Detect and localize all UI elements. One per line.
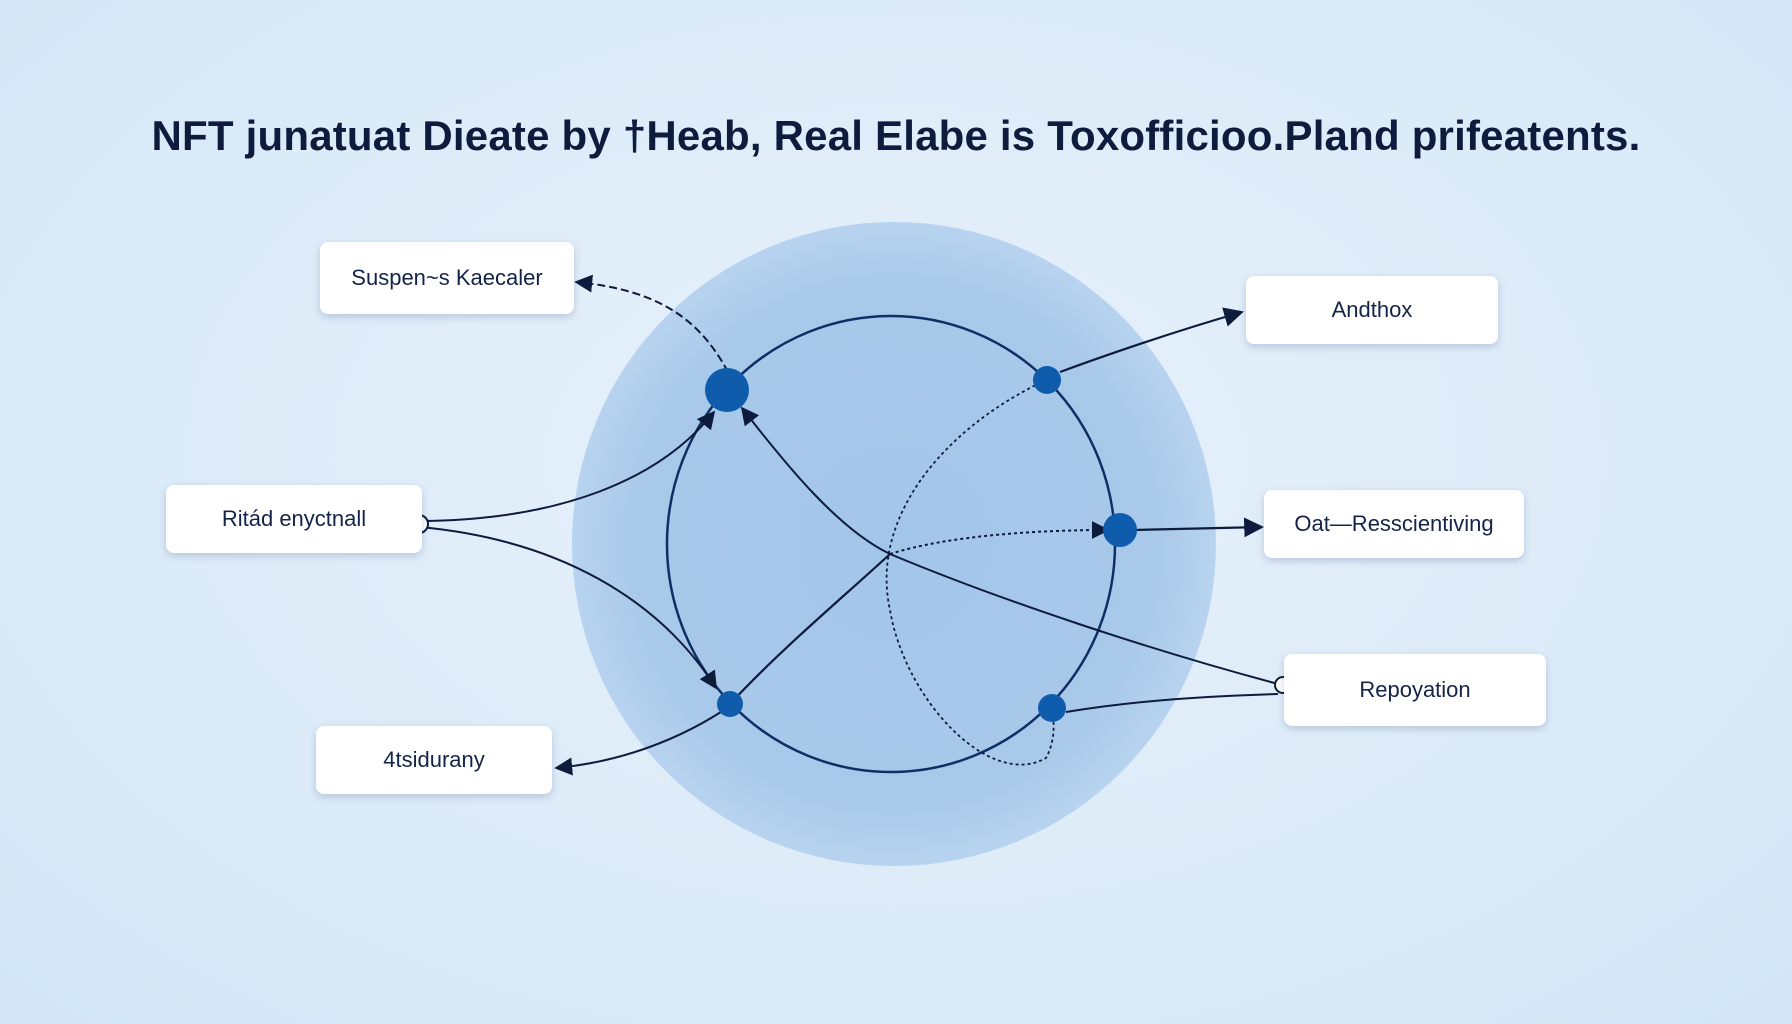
label-mid-right-text: Oat—Resscientiving [1294,511,1494,536]
connection-midleft-to-topleft-node [419,410,716,522]
connection-midright-node-to-box [1133,517,1264,538]
connection-loop-dashed [885,379,1055,766]
node-top-left[interactable] [705,368,749,412]
label-bottom-right-text: Repoyation [1359,677,1471,702]
label-bottom-left-text: 4tsidurany [383,747,485,772]
label-box-bottom-right[interactable]: Repoyation [1284,654,1546,726]
connection-topleft-to-center [740,406,891,555]
connection-center-to-repoyation [889,553,1283,686]
connection-bottomright-node-to-box [1065,693,1279,713]
connection-topright-node-to-box [1059,307,1244,374]
node-bottom-right[interactable] [1038,694,1066,722]
label-box-mid-left[interactable]: Ritád enyctnall [166,485,422,553]
label-mid-left-text: Ritád enyctnall [221,506,367,531]
label-top-right-text: Andthox [1331,297,1413,322]
connection-center-to-midright [889,521,1110,555]
page-title: NFT junatuat Dieate by †Heab, Real Elabe… [151,112,1641,159]
label-box-top-right[interactable]: Andthox [1246,276,1498,344]
node-top-right[interactable] [1033,366,1061,394]
label-box-top-left[interactable]: Suspen~s Kaecaler [320,242,574,314]
connection-topleft-node-to-box [574,274,729,373]
connection-midleft-to-bottomleft-node [419,526,717,690]
label-top-left-text: Suspen~s Kaecaler [351,265,543,290]
node-bottom-left[interactable] [717,691,743,717]
node-mid-right[interactable] [1103,513,1137,547]
label-box-mid-right[interactable]: Oat—Resscientiving [1264,490,1524,558]
label-box-bottom-left[interactable]: 4tsidurany [316,726,552,794]
connection-bottomleft-node-to-box [554,705,731,776]
connection-center-to-bottomleft [729,553,891,705]
